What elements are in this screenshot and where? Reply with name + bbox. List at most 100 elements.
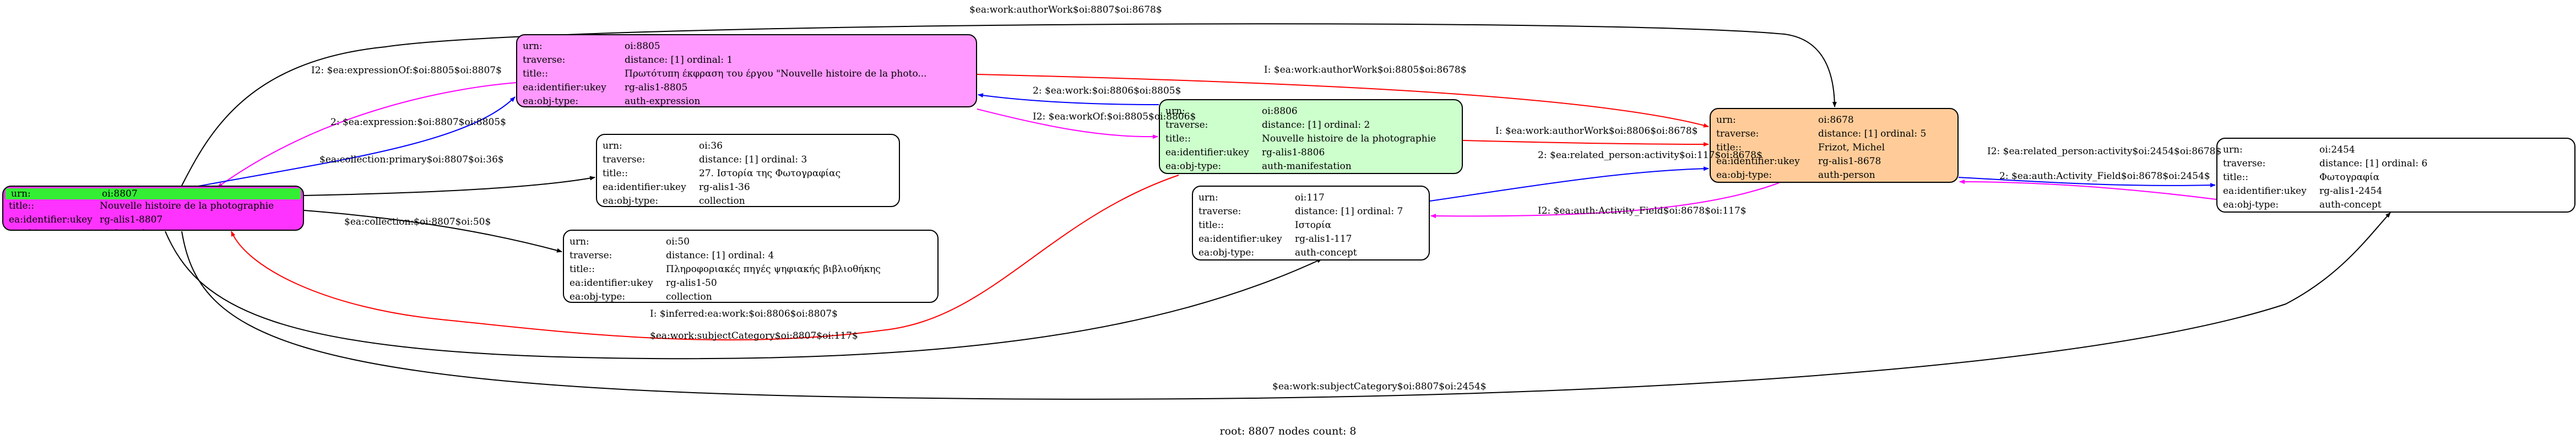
edges-layer — [165, 23, 2391, 400]
node-field-value: rg-alis1-50 — [666, 278, 717, 289]
node-field-row: traverse:distance: [1] ordinal: 3 — [597, 153, 899, 167]
node-field-value: Nouvelle histoire de la photographie — [1262, 133, 1436, 144]
node-field-key: ea:obj-type: — [603, 196, 659, 207]
edge-label: I2: $ea:related_person:activity$oi:2454$… — [1987, 146, 2222, 157]
node-field-value: distance: [1] ordinal: 2 — [1262, 120, 1370, 131]
node-field-value: oi:8805 — [625, 41, 660, 52]
graph-edge — [1958, 177, 2216, 188]
graph-footer: root: 8807 nodes count: 8 — [1219, 425, 1357, 437]
node-field-value: auth-expression — [625, 96, 701, 107]
node-field-row: title::Ιστορία — [1193, 219, 1429, 232]
node-field-value: oi:50 — [666, 236, 690, 247]
graph-edge — [165, 231, 1322, 360]
node-field-value: rg-alis1-8806 — [1262, 147, 1325, 158]
node-field-value: Nouvelle histoire de la photographie — [100, 200, 274, 211]
edge-label: 2: $ea:related_person:activity$oi:117$oi… — [1538, 150, 1762, 161]
node-field-value: Ιστορία — [1295, 220, 1332, 231]
node-field-key: ea:obj-type: — [1165, 161, 1222, 172]
node-field-key: ea:obj-type: — [570, 291, 626, 302]
node-field-key: ea:identifier:ukey — [9, 214, 93, 225]
graph-edge — [1430, 182, 1780, 219]
node-field-key: urn: — [603, 140, 622, 151]
node-field-value: distance: [1] ordinal: 6 — [2319, 158, 2428, 169]
node-field-row: traverse:distance: [1] ordinal: 7 — [1193, 205, 1429, 219]
edge-label: $ea:collection:$oi:8807$oi:50$ — [344, 216, 491, 227]
node-field-value: auth-person — [1818, 170, 1875, 181]
node-field-value: rg-alis1-117 — [1295, 234, 1352, 245]
node-field-row: title::Πληροφοριακές πηγές ψηφιακής βιβλ… — [564, 263, 937, 276]
node-field-row: traverse: distance: [1] ordinal: 6 — [2217, 157, 2574, 171]
node-field-key: traverse: — [1198, 206, 1241, 217]
node-field-key: ea:identifier:ukey — [570, 278, 653, 289]
node-field-value: oi:117 — [1295, 192, 1325, 203]
node-field-row: urn:oi:2454 — [2217, 143, 2574, 157]
node-field-key: ea:obj-type: — [523, 96, 579, 107]
node-field-value: auth-concept — [1295, 247, 1357, 258]
graph-edge — [181, 23, 1837, 186]
node-field-value: oi:2454 — [2319, 144, 2355, 155]
node-field-row: title::Φωτογραφία — [2217, 171, 2574, 184]
node-field-value: distance: [1] ordinal: 4 — [666, 250, 774, 261]
node-field-key: ea:obj-type: — [2223, 199, 2279, 210]
node-field-value: Φωτογραφία — [2319, 172, 2380, 183]
node-field-row: urn:oi:8678 — [1711, 113, 1957, 127]
node-field-value: collection — [666, 291, 712, 302]
node-field-row: urn:oi:8806 — [1160, 105, 1462, 118]
node-field-key: title:: — [570, 264, 595, 275]
node-field-row: urn: oi:8805 — [517, 40, 976, 53]
node-field-row: ea:obj-type: collection — [597, 194, 899, 207]
edge-label: $ea:work:authorWork$oi:8807$oi:8678$ — [969, 4, 1162, 15]
node-field-value: auth-concept — [2319, 199, 2382, 210]
node-field-key: ea:obj-type: — [1198, 247, 1255, 258]
node-field-row: traverse:distance: [1] ordinal: 2 — [1160, 118, 1462, 132]
edge-label: I2: $ea:workOf:$oi:8805$oi:8806$ — [1033, 111, 1196, 122]
node-field-key: ea:identifier:ukey — [603, 182, 686, 193]
node-field-row: title::Πρωτότυπη έκφραση του έργου "Nouv… — [517, 67, 976, 81]
node-field-row: traverse: distance: [1] ordinal: 5 — [1711, 127, 1957, 141]
node-field-key: traverse: — [2223, 158, 2266, 169]
node-field-row: title::Nouvelle histoire de la photograp… — [3, 199, 303, 213]
node-field-row: ea:identifier:ukey rg-alis1-8807 — [3, 213, 303, 227]
graph-edge — [198, 96, 516, 187]
node-field-value: Πρωτότυπη έκφραση του έργου "Nouvelle hi… — [625, 68, 927, 79]
node-field-key: urn: — [11, 188, 31, 199]
edge-label: I: $inferred:ea:work:$oi:8806$oi:8807$ — [650, 308, 838, 319]
node-field-value: distance: [1] ordinal: 1 — [625, 55, 733, 66]
node-field-row: ea:identifier:ukey rg-alis1-117 — [1193, 232, 1429, 246]
node-field-value: oi:8806 — [1262, 106, 1298, 117]
graph-edge — [978, 93, 1159, 105]
node-field-key: traverse: — [1716, 128, 1759, 139]
node-field-value: rg-alis1-36 — [699, 182, 750, 193]
node-field-row: title::27. Ιστορία της Φωτογραφίας — [597, 167, 899, 181]
node-field-row: urn:oi:50 — [564, 235, 937, 249]
graph-edge — [303, 210, 562, 253]
node-field-row: ea:obj-type:auth-manifestation — [1160, 160, 1462, 173]
edge-label: 2: $ea:expression:$oi:8807$oi:8805$ — [330, 117, 506, 128]
node-field-value: rg-alis1-8807 — [100, 214, 163, 225]
node-field-key: urn: — [523, 41, 543, 52]
node-field-value: Πληροφοριακές πηγές ψηφιακής βιβλιοθήκης — [666, 264, 881, 275]
node-field-key: title:: — [1198, 220, 1224, 231]
node-field-value: 27. Ιστορία της Φωτογραφίας — [699, 168, 841, 179]
edge-label: I2: $ea:expressionOf:$oi:8805$oi:8807$ — [311, 65, 502, 76]
node-field-key: ea:identifier:ukey — [1716, 156, 1800, 167]
node-field-value: collection — [699, 196, 745, 207]
node-field-row: title::Nouvelle histoire de la photograp… — [1160, 132, 1462, 146]
node-field-row: ea:obj-type:auth-work — [3, 227, 303, 230]
graph-edge — [1429, 166, 1709, 202]
node-field-key: ea:identifier:ukey — [1198, 234, 1282, 245]
edge-label: I: $ea:work:authorWork$oi:8805$oi:8678$ — [1264, 64, 1467, 75]
node-field-value: distance: [1] ordinal: 5 — [1818, 128, 1927, 139]
node-field-row: urn:oi:36 — [597, 139, 899, 153]
